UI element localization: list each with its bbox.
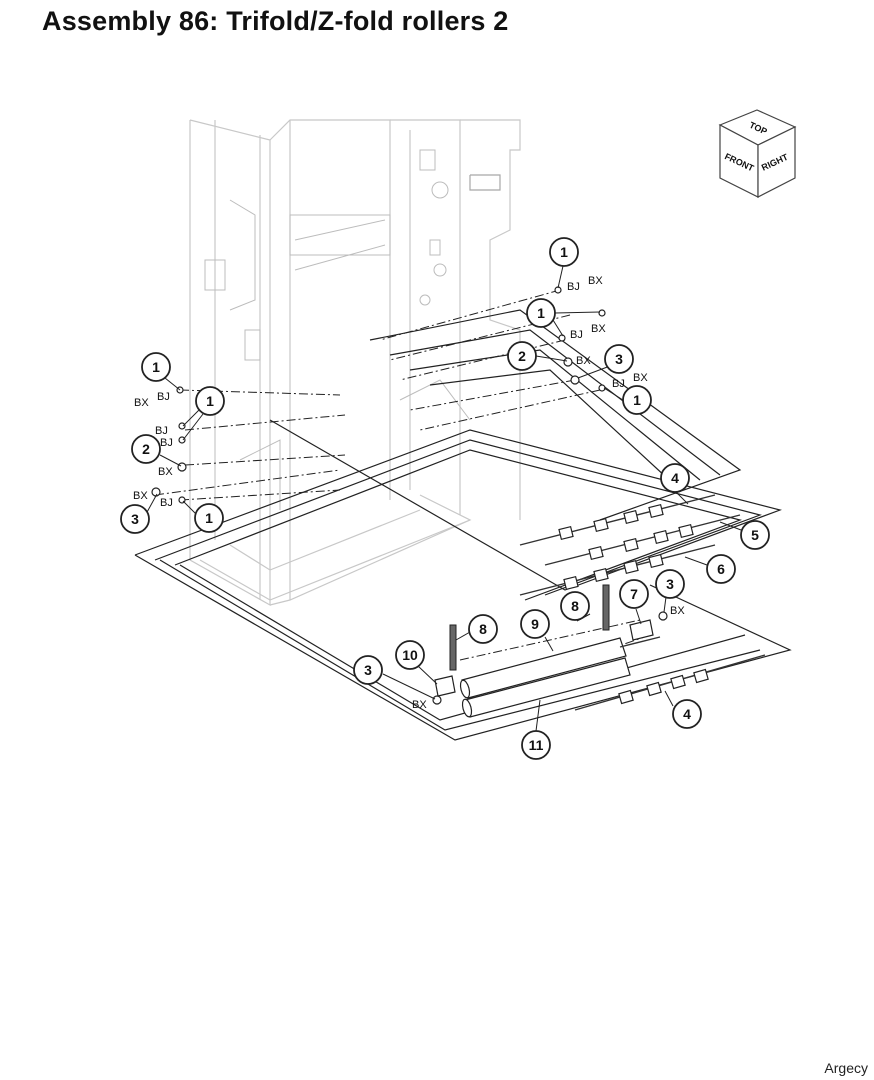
machine-frame [189,119,521,607]
callout-9: 9 [520,609,550,639]
roller-shaft-upper [519,494,716,546]
ref-bx: BX [576,355,591,367]
ref-bx: BX [158,466,173,478]
callout-8-right: 8 [560,591,590,621]
ref-bx: BX [134,397,149,409]
svg-text:3: 3 [364,662,372,678]
svg-text:11: 11 [529,737,544,753]
ref-bx: BX [670,605,685,617]
svg-text:8: 8 [571,598,579,614]
orientation-cube: TOP FRONT RIGHT [718,109,797,198]
ref-bx: BX [633,372,648,384]
ref-bj: BJ [612,378,625,390]
callout-1-left-second: 1 [195,386,225,416]
svg-text:1: 1 [537,305,545,321]
svg-text:1: 1 [633,392,641,408]
svg-text:9: 9 [531,616,539,632]
callout-2-left: 2 [131,434,161,464]
callout-10: 10 [395,640,425,670]
ref-bj: BJ [160,497,173,509]
callout-11: 11 [521,730,551,760]
callout-3-upper-right: 3 [604,344,634,374]
ref-bj: BJ [160,437,173,449]
svg-text:3: 3 [131,511,139,527]
callout-3-lower-left: 3 [353,655,383,685]
ref-bx: BX [588,275,603,287]
ref-bj: BJ [567,281,580,293]
callout-1-left-top: 1 [141,352,171,382]
svg-text:2: 2 [518,348,526,364]
callout-3-left: 3 [120,504,150,534]
ref-bx: BX [591,323,606,335]
page-title: Assembly 86: Trifold/Z-fold rollers 2 [42,6,509,36]
svg-text:10: 10 [402,647,418,663]
svg-text:1: 1 [560,244,568,260]
springs [449,584,610,671]
roller-shaft-bottom [574,654,766,711]
svg-text:6: 6 [717,561,725,577]
callout-1-top: 1 [549,237,579,267]
svg-text:5: 5 [751,527,759,543]
callout-1-left-bottom: 1 [194,503,224,533]
watermark-text: Argecy [824,1060,868,1076]
svg-text:1: 1 [206,393,214,409]
callout-6: 6 [706,554,736,584]
large-roller-11 [461,657,631,718]
svg-text:7: 7 [630,586,638,602]
callout-1-upper-right: 1 [526,298,556,328]
roller-shaft-middle [544,514,741,566]
brackets [434,619,654,697]
svg-text:1: 1 [152,359,160,375]
svg-text:4: 4 [671,470,679,486]
roller-shaft-lower [519,544,716,596]
svg-text:2: 2 [142,441,150,457]
callout-4-upper: 4 [660,463,690,493]
callout-4-lower: 4 [672,699,702,729]
ref-bj: BJ [155,425,168,437]
callout-7: 7 [619,579,649,609]
ref-bx: BX [412,699,427,711]
callout-5: 5 [740,520,770,550]
ref-bj: BJ [570,329,583,341]
dash-leaders [154,289,651,701]
callout-2-upper-right: 2 [507,341,537,371]
callout-3-lower-right: 3 [655,569,685,599]
svg-text:4: 4 [683,706,691,722]
ref-bj: BJ [157,391,170,403]
ref-bx: BX [133,490,148,502]
svg-text:8: 8 [479,621,487,637]
large-roller-9 [459,636,661,699]
callout-8-left: 8 [468,614,498,644]
callout-1-right: 1 [622,385,652,415]
svg-text:1: 1 [205,510,213,526]
ref-labels: BJ BX BJ BX BX BJ BX BX BJ BJ BJ BX BX B… [133,275,685,711]
svg-text:3: 3 [615,351,623,367]
svg-text:3: 3 [666,576,674,592]
